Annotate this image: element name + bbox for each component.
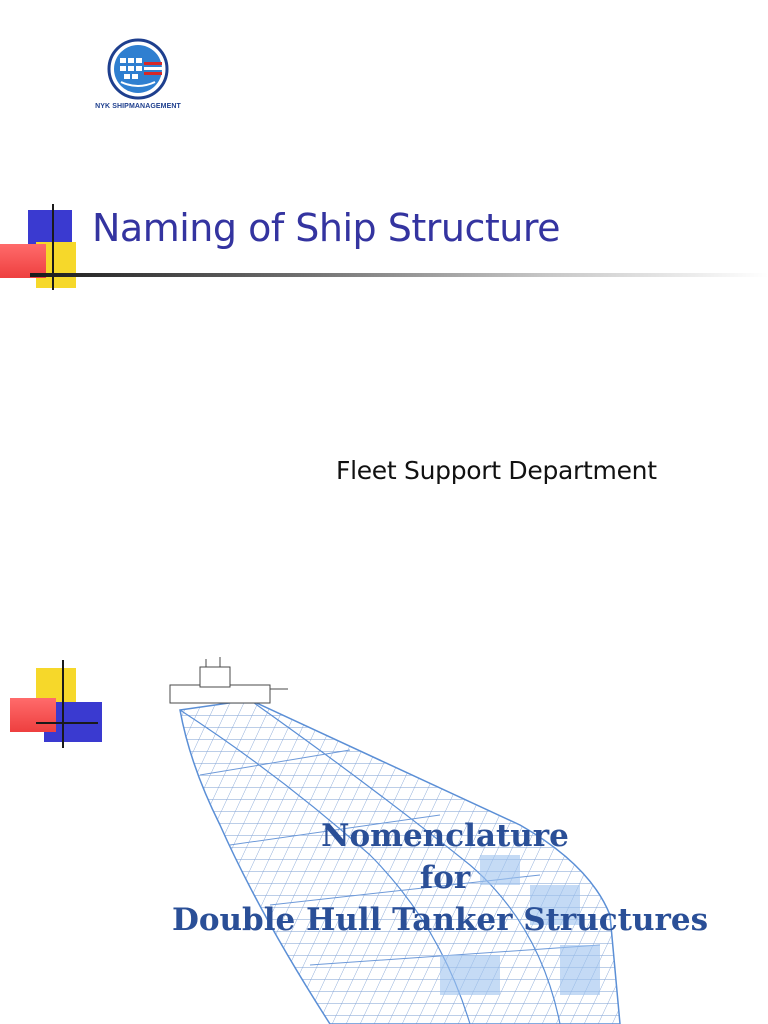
deco-vertical-line <box>62 660 64 748</box>
cover-title-line-2: for <box>419 860 471 896</box>
cover-title-line-1: Nomenclature <box>321 818 569 854</box>
logo-caption: NYK SHIPMANAGEMENT <box>95 103 181 110</box>
image-decoration <box>8 658 108 750</box>
title-decoration <box>0 200 100 292</box>
nyk-globe-icon <box>107 38 169 100</box>
deco-red-square <box>0 244 46 278</box>
deco-red-square <box>10 698 56 732</box>
ship-wireframe-image <box>169 657 621 1024</box>
title-rule <box>30 273 768 277</box>
deco-vertical-line <box>52 204 54 290</box>
cover-title-line-3: Double Hull Tanker Structures <box>171 902 709 938</box>
company-logo: NYK SHIPMANAGEMENT <box>78 38 198 118</box>
slide-subtitle: Fleet Support Department <box>336 456 657 485</box>
slide-title: Naming of Ship Structure <box>92 206 561 250</box>
deco-horizontal-line <box>36 722 98 724</box>
